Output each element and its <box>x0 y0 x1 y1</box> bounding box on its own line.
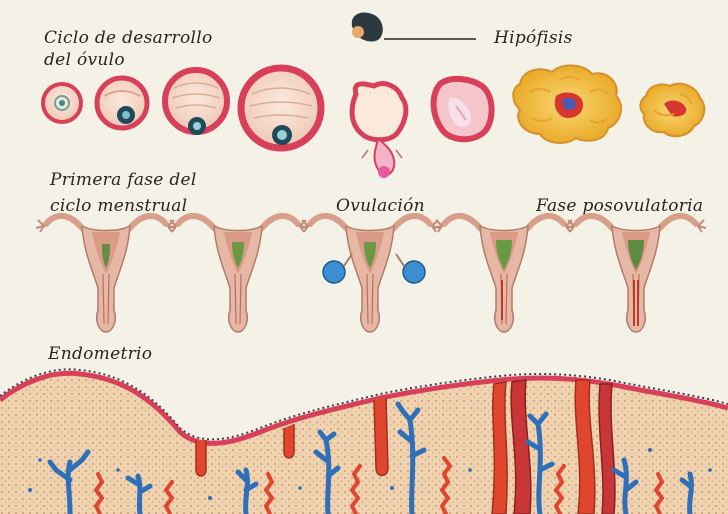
follicle-tertiary <box>241 68 321 148</box>
uterus-ovulation <box>300 216 440 332</box>
corpus-luteum <box>513 65 621 143</box>
right-ovary <box>403 261 425 283</box>
uterus-proliferative-1 <box>36 216 176 332</box>
follicle-ruptured <box>352 84 406 178</box>
uterus-proliferative-2 <box>168 216 308 332</box>
early-corpus-luteum <box>434 79 492 139</box>
follicle-primordial <box>43 84 81 122</box>
uterus-secretory-2 <box>566 216 706 332</box>
corpus-albicans <box>640 84 704 137</box>
pituitary-gland-icon <box>352 13 476 42</box>
follicle-primary <box>97 78 147 128</box>
uterus-secretory-1 <box>434 216 574 332</box>
follicle-secondary <box>165 70 227 135</box>
left-ovary <box>323 261 345 283</box>
endometrium-cross-section <box>0 369 728 514</box>
